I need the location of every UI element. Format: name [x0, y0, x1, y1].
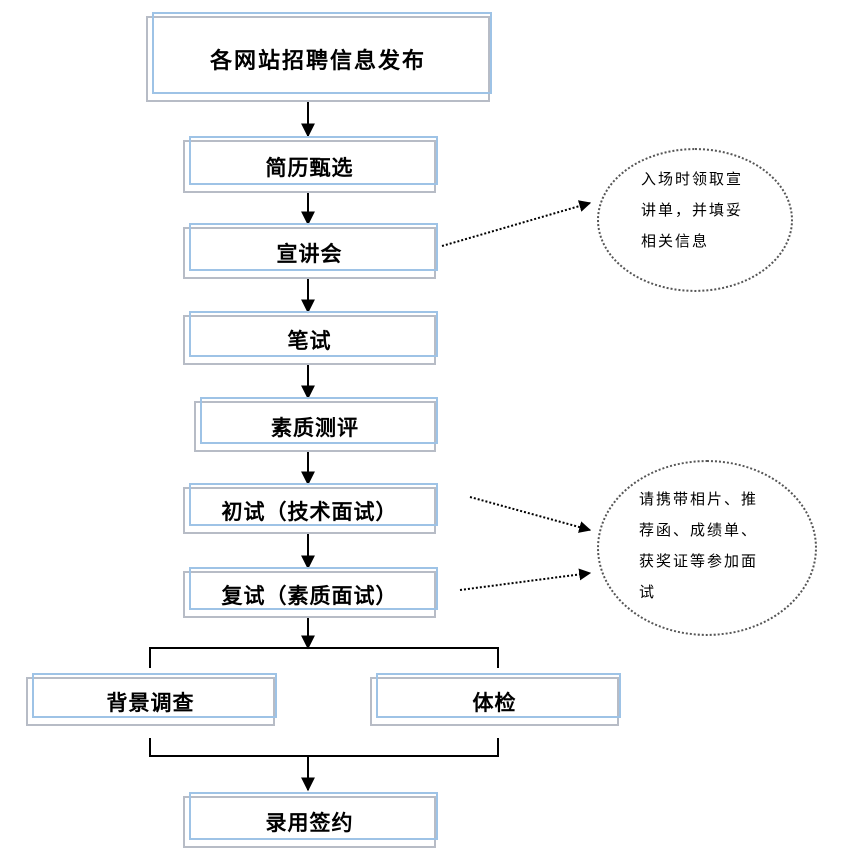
- step-signing-label: 录用签约: [265, 810, 354, 835]
- dotted-arrow-second-note: [459, 568, 592, 591]
- step-seminar-label: 宣讲会: [276, 241, 343, 266]
- step-screening-label: 简历甄选: [265, 154, 354, 180]
- note-seminar: 入场时领取宣 讲单，并填妥 相关信息: [597, 148, 793, 292]
- note-interview: 请携带相片、推 荐函、成绩单、 获奖证等参加面 试: [597, 460, 817, 636]
- note-interview-line-1: 请携带相片、推: [639, 490, 759, 508]
- step-signing: 录用签约: [183, 792, 438, 848]
- step-background: 背景调查: [26, 673, 277, 726]
- step-medical-label: 体检: [472, 689, 517, 715]
- step-background-label: 背景调查: [106, 689, 195, 715]
- step-seminar: 宣讲会: [183, 223, 438, 279]
- note-interview-line-3: 获奖证等参加面: [639, 552, 759, 570]
- note-seminar-line-1: 入场时领取宣: [641, 170, 744, 188]
- note-interview-line-2: 荐函、成绩单、: [639, 521, 759, 539]
- dotted-arrow-first-note: [469, 496, 592, 533]
- step-assessment-label: 素质测评: [271, 414, 359, 440]
- step-second-interview-label: 复试（素质面试）: [221, 582, 398, 608]
- step-screening: 简历甄选: [183, 136, 438, 193]
- join-bracket: [149, 738, 499, 757]
- dotted-arrow-seminar-note: [441, 200, 592, 247]
- note-interview-line-4: 试: [639, 583, 657, 601]
- note-seminar-line-2: 讲单，并填妥: [641, 201, 744, 219]
- step-second-interview: 复试（素质面试）: [183, 567, 438, 618]
- step-publish-label: 各网站招聘信息发布: [209, 48, 426, 74]
- split-bracket: [149, 647, 499, 668]
- step-written: 笔试: [183, 311, 438, 365]
- step-assessment: 素质测评: [194, 397, 438, 452]
- step-first-interview: 初试（技术面试）: [183, 483, 438, 534]
- step-medical: 体检: [370, 673, 621, 726]
- step-publish: 各网站招聘信息发布: [146, 12, 492, 102]
- step-first-interview-label: 初试（技术面试）: [221, 498, 398, 524]
- note-seminar-line-3: 相关信息: [641, 232, 710, 250]
- step-written-label: 笔试: [287, 328, 332, 353]
